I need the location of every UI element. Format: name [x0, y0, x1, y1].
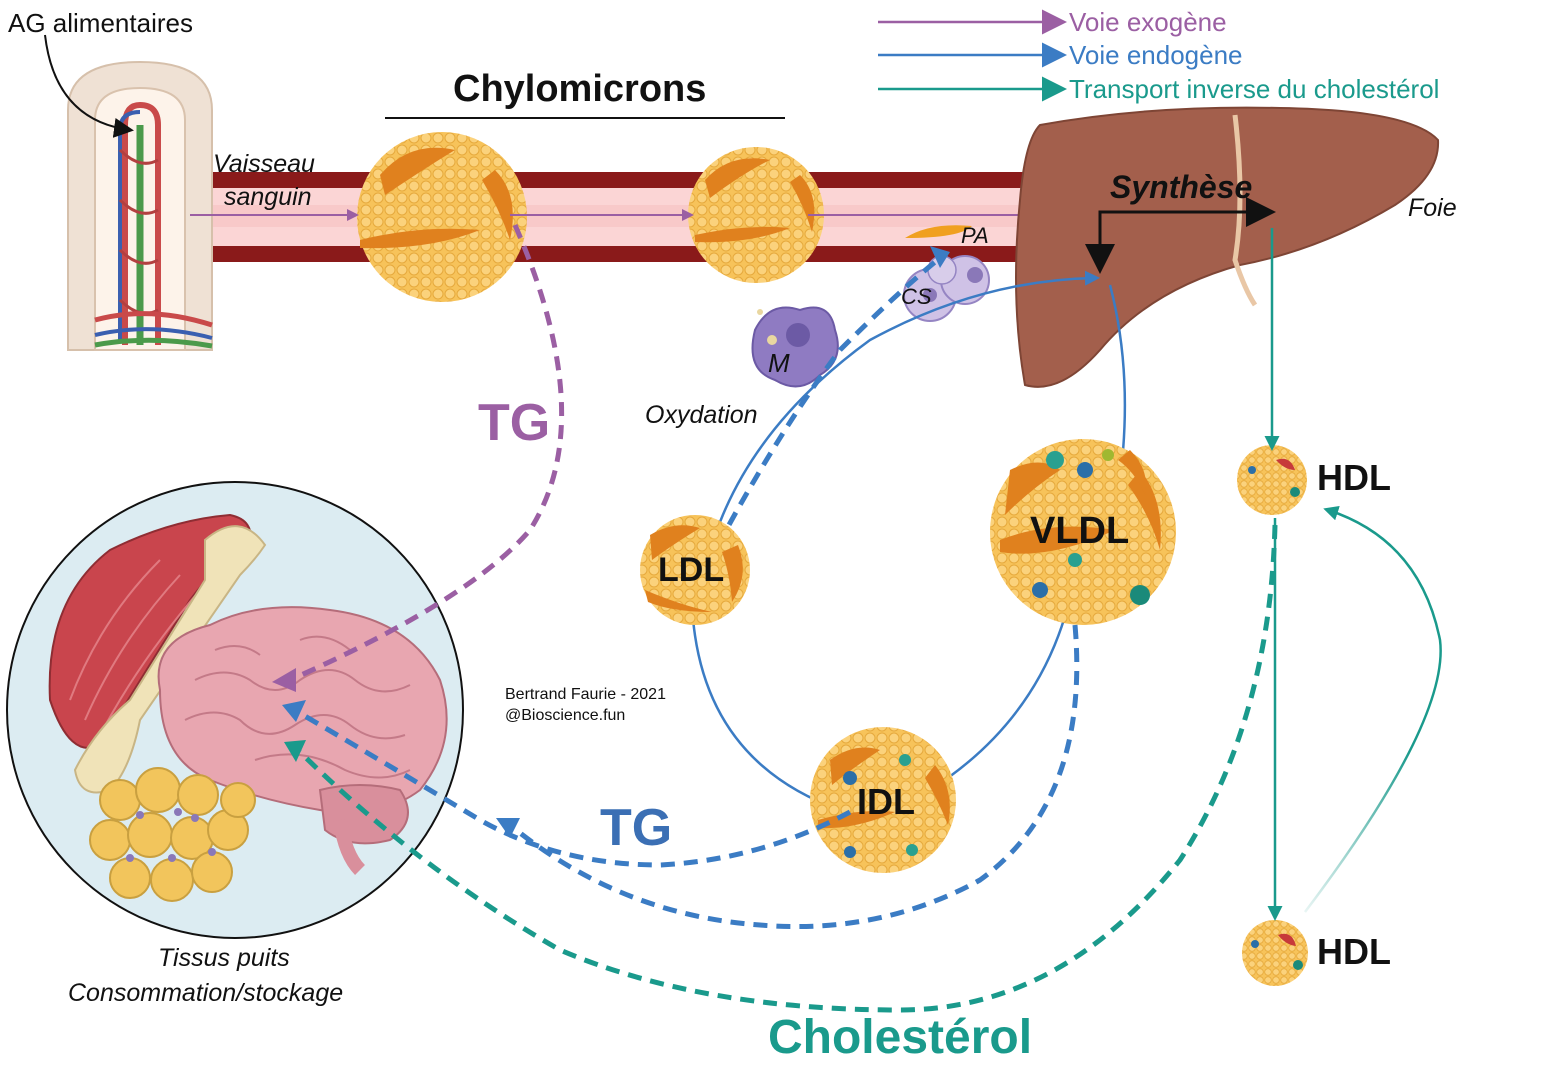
vldl-particle	[990, 439, 1176, 625]
hdl-particle-top	[1237, 445, 1307, 515]
label-cholesterol: Cholestérol	[768, 1011, 1033, 1064]
label-synthese: Synthèse	[1110, 169, 1253, 205]
macrophage	[751, 306, 839, 388]
intestinal-villus	[67, 60, 213, 351]
legend-voie-exogene: Voie exogène	[1069, 7, 1227, 37]
label-tissus-puits: Tissus puits	[158, 944, 290, 972]
label-chylomicrons: Chylomicrons	[453, 68, 707, 110]
label-oxydation: Oxydation	[645, 401, 758, 429]
legend-transport-inverse: Transport inverse du cholestérol	[1069, 74, 1440, 104]
ag-arrow	[44, 34, 134, 138]
platelet	[905, 225, 972, 238]
label-ag-alimentaires: AG alimentaires	[8, 8, 193, 38]
label-tg-endogene: TG	[600, 799, 673, 857]
foam-cells	[903, 255, 990, 322]
blood-vessel	[200, 172, 1030, 262]
credit-author: Bertrand Faurie - 2021	[505, 686, 666, 703]
legend-voie-endogene: Voie endogène	[1069, 40, 1243, 70]
label-cs: CS	[901, 284, 932, 309]
liver	[1015, 106, 1440, 388]
label-m: M	[768, 348, 790, 378]
label-hdl-top: HDL	[1317, 457, 1391, 498]
label-foie: Foie	[1408, 194, 1457, 222]
hdl-particle-bottom	[1242, 920, 1308, 986]
label-idl: IDL	[857, 781, 915, 822]
label-hdl-bottom: HDL	[1317, 931, 1391, 972]
label-sanguin: sanguin	[224, 183, 312, 211]
idl-particle	[810, 727, 956, 873]
label-ldl: LDL	[658, 551, 725, 589]
credit-handle: @Bioscience.fun	[505, 707, 626, 724]
sink-tissues	[6, 481, 464, 939]
ldl-particle	[640, 515, 750, 625]
label-tg-exogene: TG	[478, 394, 551, 452]
label-vaisseau: Vaisseau	[213, 150, 315, 178]
label-consommation-stockage: Consommation/stockage	[68, 979, 344, 1007]
label-pa: PA	[961, 223, 989, 248]
label-vldl: VLDL	[1030, 510, 1130, 552]
chylomicron-small	[688, 147, 824, 283]
chylomicron-large	[357, 132, 527, 302]
